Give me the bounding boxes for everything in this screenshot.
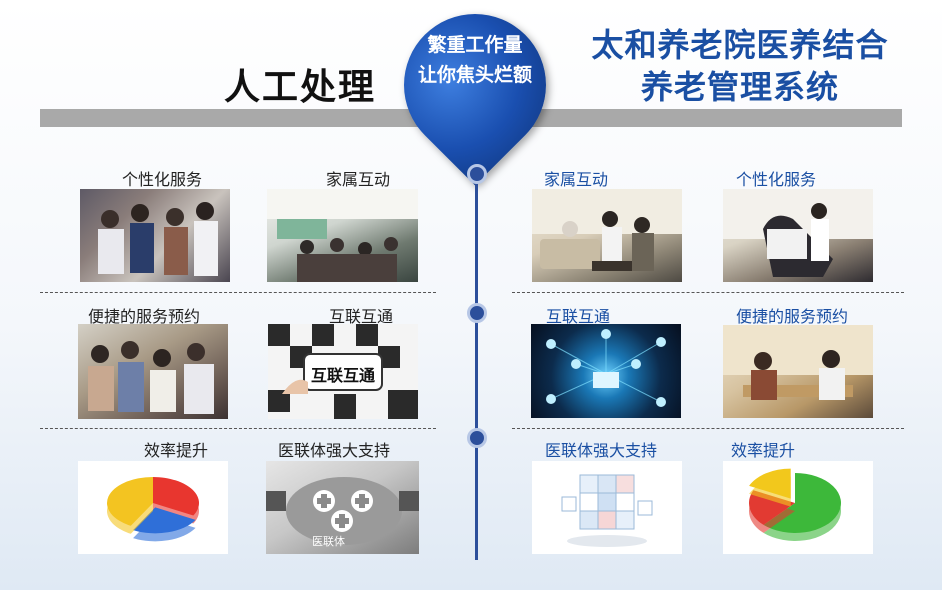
label-personalized-service: 个性化服务 [122, 170, 203, 189]
label-convenient-booking: 便捷的服务预约 [88, 307, 201, 326]
timeline-dot [467, 164, 487, 184]
label-personalized-service-right: 个性化服务 [736, 170, 817, 189]
location-pin-icon [374, 0, 576, 186]
system-title-line2: 养老管理系统 [640, 68, 839, 106]
cubes-illustration [561, 474, 653, 547]
photo-data-cubes [532, 461, 682, 554]
label-family-interaction-right: 家属互动 [544, 170, 609, 189]
label-medical-alliance-support-right: 医联体强大支持 [545, 441, 658, 460]
pie-slice [749, 490, 795, 525]
row-separator [512, 292, 904, 293]
label-efficiency-boost-right: 效率提升 [731, 441, 796, 460]
label-convenient-booking-right: 便捷的服务预约 [736, 307, 849, 326]
photo-interconnection-puzzle: 互联互通 [268, 324, 418, 419]
network-illustration [546, 329, 666, 407]
system-title: 太和养老院医养结合 养老管理系统 [560, 24, 920, 108]
timeline-dot [467, 303, 487, 323]
photo-convenient-booking [78, 324, 228, 419]
label-family-interaction: 家属互动 [326, 170, 391, 189]
pie-slice [749, 468, 791, 499]
photo-efficiency-pie-right [723, 461, 873, 554]
label-interconnection: 互联互通 [329, 307, 394, 326]
row-separator [512, 428, 904, 429]
row-separator [40, 292, 436, 293]
photo-family-living-room [532, 189, 682, 282]
living-room-illustration [532, 189, 682, 271]
photo-family-interaction [267, 189, 418, 282]
group-illustration [88, 341, 214, 414]
puzzle-sign-text: 互联互通 [310, 366, 375, 385]
hall-illustration [267, 189, 418, 282]
photo-network-tech [531, 324, 681, 418]
pin-caption: 繁重工作量 让你焦头烂额 [410, 30, 540, 90]
system-title-line1: 太和养老院医养结合 [591, 26, 889, 64]
pie-slice [153, 477, 200, 516]
label-interconnection-right: 互联互通 [546, 307, 611, 326]
label-medical-alliance-support: 医联体强大支持 [278, 441, 391, 460]
pie-slice [133, 507, 196, 534]
photo-medical-alliance: 医联体 [266, 461, 419, 554]
pie-chart-icon [106, 477, 200, 542]
timeline-line [475, 165, 478, 560]
photo-efficiency-pie [78, 461, 228, 554]
puzzle-illustration [268, 324, 418, 419]
photo-service-booking [723, 325, 873, 418]
photo-personalized-service [80, 189, 230, 282]
crowd-illustration [98, 202, 218, 276]
massage-chair-illustration [723, 189, 873, 277]
pin-caption-line2: 让你焦头烂额 [417, 64, 532, 86]
office-illustration [723, 325, 873, 400]
pie-chart-icon [749, 468, 841, 541]
manual-processing-title: 人工处理 [223, 67, 376, 108]
medical-alliance-illustration [266, 477, 419, 545]
label-efficiency-boost: 效率提升 [144, 441, 209, 460]
medical-alliance-label: 医联体 [312, 535, 345, 548]
timeline-dot [467, 428, 487, 448]
pie-slice [106, 477, 153, 526]
photo-massage-chair [723, 189, 873, 282]
row-separator [40, 428, 436, 429]
pin-caption-line1: 繁重工作量 [427, 34, 523, 56]
